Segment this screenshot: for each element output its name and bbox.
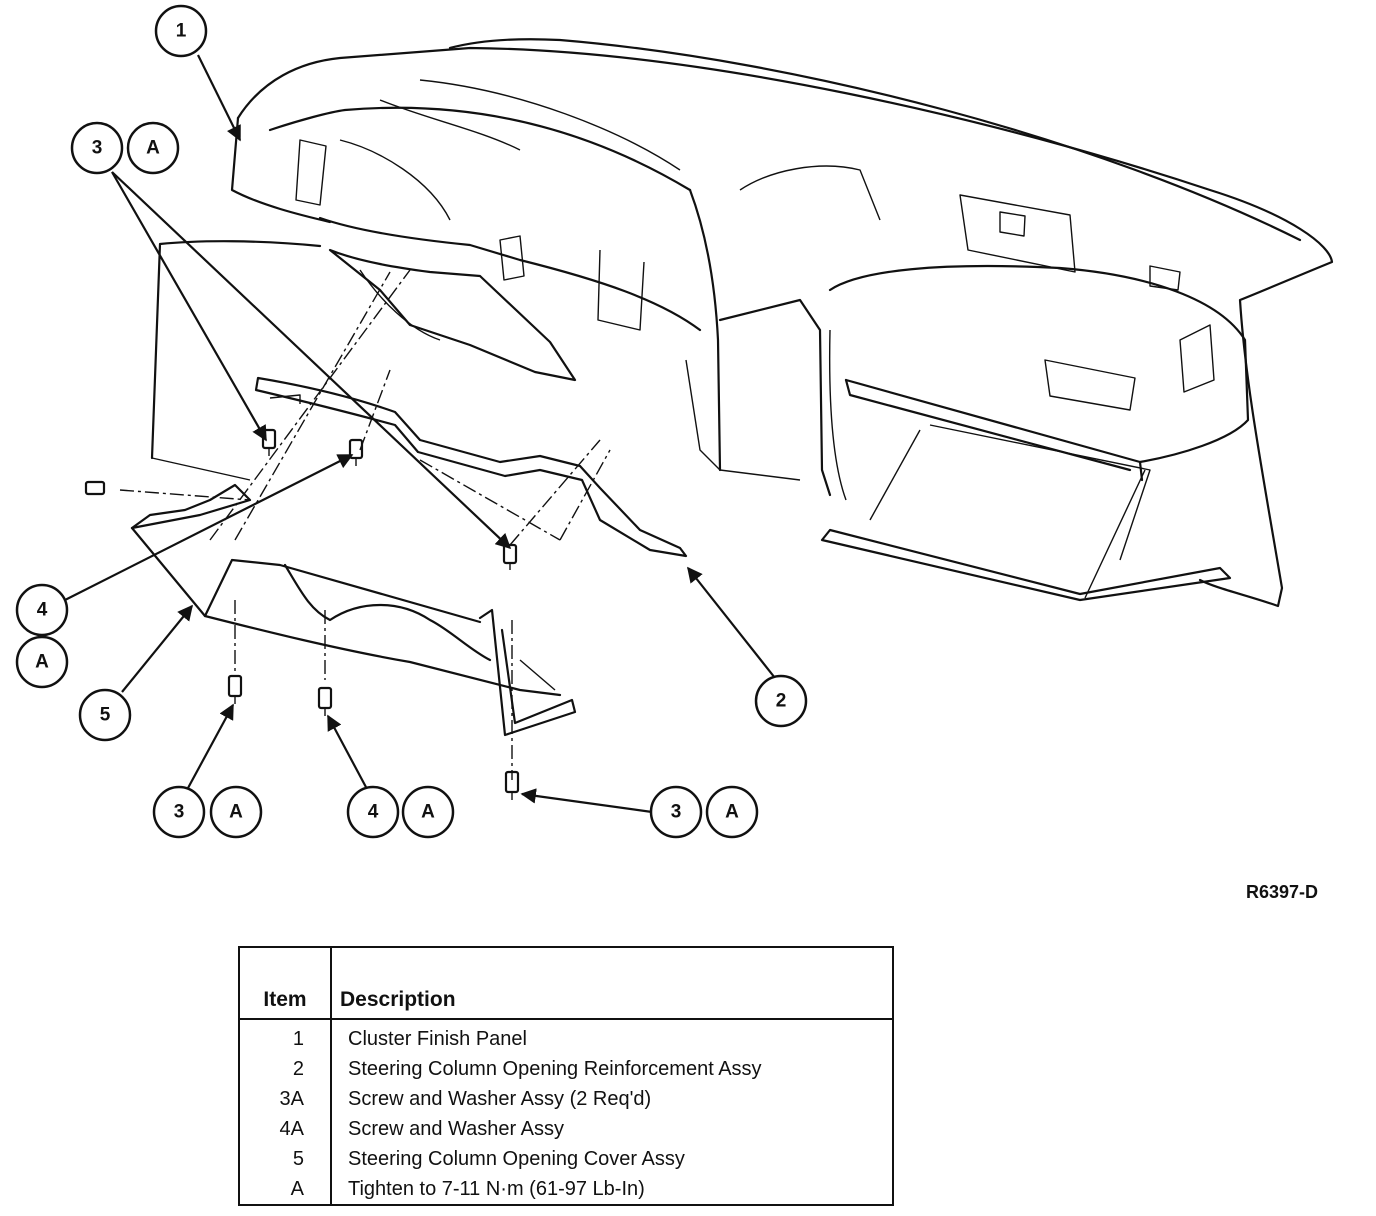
callout-3-bottom-left-label: 3	[174, 802, 185, 823]
callout-3-top: 3	[70, 121, 124, 175]
legend-row: 5 Steering Column Opening Cover Assy	[240, 1144, 892, 1174]
legend-row: 3A Screw and Washer Assy (2 Req'd)	[240, 1084, 892, 1115]
legend-description: Tighten to 7-11 N·m (61-97 Lb-In)	[348, 1177, 645, 1200]
callout-4-left: 4	[15, 583, 69, 637]
screw-3a-right	[504, 770, 520, 800]
callout-5: 5	[78, 688, 132, 742]
legend-row: 4A Screw and Washer Assy	[240, 1114, 892, 1145]
leader-lines	[64, 54, 776, 814]
screw-3a-lower	[227, 674, 243, 704]
screw-3a-upper	[261, 428, 277, 456]
legend-row: 1 Cluster Finish Panel	[240, 1019, 892, 1055]
callout-3-top-label: 3	[92, 138, 103, 159]
callout-4-bottom-label: 4	[368, 802, 379, 823]
exploded-view-diagram: 1 3 A 4 A 5 2 3 A 4 A 3 A	[15, 4, 1334, 839]
assembly-centerlines	[119, 269, 611, 780]
legend-description: Screw and Washer Assy	[348, 1117, 565, 1140]
callout-a-bottom-right-label: A	[725, 802, 739, 823]
callout-a-bottom-right: A	[705, 785, 759, 839]
callout-1: 1	[154, 4, 208, 58]
callout-2: 2	[754, 674, 808, 728]
legend-description: Steering Column Opening Reinforcement As…	[348, 1057, 762, 1080]
callout-a-bottom-left: A	[209, 785, 263, 839]
callout-a-top: A	[126, 121, 180, 175]
callout-1-label: 1	[176, 21, 187, 42]
drawing-id: R6397-D	[1246, 882, 1319, 902]
parts-legend-table: Item Description 1 Cluster Finish Panel …	[238, 946, 894, 1206]
description-column-header: Description	[331, 948, 892, 1020]
callout-4-left-label: 4	[37, 600, 48, 621]
legend-item: 5	[240, 1144, 332, 1174]
callout-5-label: 5	[100, 705, 111, 726]
cluster-finish-panel-lower	[328, 235, 645, 382]
screw-4a-lower	[317, 686, 333, 716]
legend-item: 2	[240, 1054, 332, 1085]
legend-item: 3A	[240, 1084, 332, 1115]
legend-item: 4A	[240, 1114, 332, 1145]
callout-2-label: 2	[776, 691, 787, 712]
legend-row: A Tighten to 7-11 N·m (61-97 Lb-In)	[240, 1174, 892, 1204]
callout-a-bottom-left-label: A	[229, 802, 243, 823]
legend-item: A	[240, 1174, 332, 1204]
legend-description: Steering Column Opening Cover Assy	[348, 1147, 685, 1170]
legend-description: Screw and Washer Assy (2 Req'd)	[348, 1087, 652, 1110]
steering-column-cover	[130, 240, 577, 737]
screw-left	[84, 480, 106, 496]
screw-3a-middle	[502, 543, 518, 570]
screw-4a-upper	[348, 438, 364, 466]
reinforcement-assy	[254, 376, 688, 558]
callout-a-left: A	[15, 635, 69, 689]
callout-a-bottom-middle: A	[401, 785, 455, 839]
callout-4-bottom: 4	[346, 785, 400, 839]
callout-a-left-label: A	[35, 652, 49, 673]
legend-item: 1	[240, 1019, 332, 1055]
callout-a-bottom-middle-label: A	[421, 802, 435, 823]
legend-row: 2 Steering Column Opening Reinforcement …	[240, 1054, 892, 1085]
callout-3-bottom-right-label: 3	[671, 802, 682, 823]
legend-description: Cluster Finish Panel	[348, 1027, 527, 1050]
callout-3-bottom-right: 3	[649, 785, 703, 839]
item-column-header: Item	[240, 948, 332, 1020]
callout-a-top-label: A	[146, 138, 160, 159]
instrument-panel	[230, 38, 1334, 608]
callout-3-bottom-left: 3	[152, 785, 206, 839]
